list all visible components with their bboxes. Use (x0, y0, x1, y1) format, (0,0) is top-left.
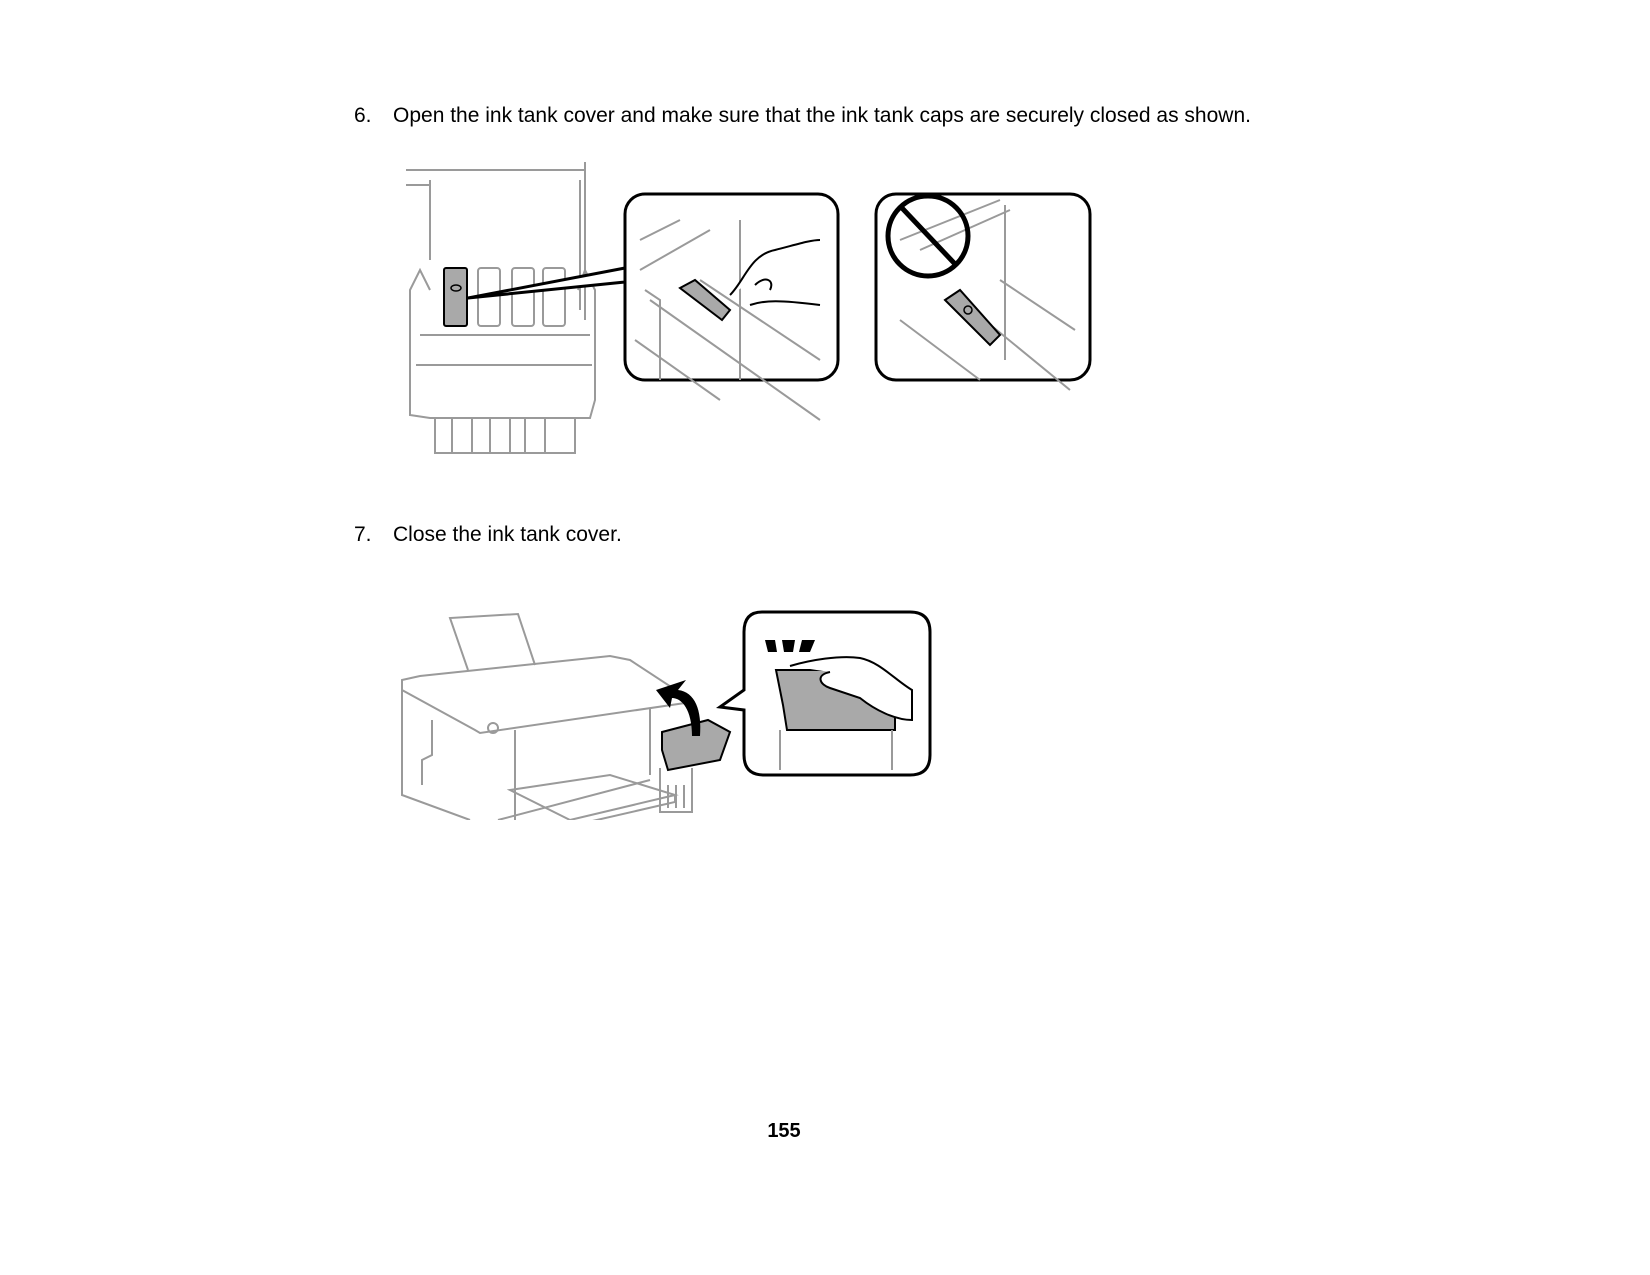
ink-tank-caps-closed-illustration (406, 162, 1092, 454)
step-number: 7. (354, 523, 372, 546)
prohibited-icon (885, 193, 971, 279)
curved-arrow-icon (656, 680, 701, 736)
printer (401, 612, 732, 820)
ink-tank-unit (406, 162, 627, 454)
page-number: 155 (767, 1120, 801, 1142)
callout-correct (623, 192, 840, 421)
step-text: Close the ink tank cover. (393, 523, 622, 546)
step-number: 6. (354, 104, 372, 127)
callout-incorrect (874, 192, 1092, 391)
step-text: Open the ink tank cover and make sure th… (393, 104, 1251, 127)
close-ink-tank-cover-illustration (401, 610, 932, 820)
callout-cover (715, 610, 932, 777)
